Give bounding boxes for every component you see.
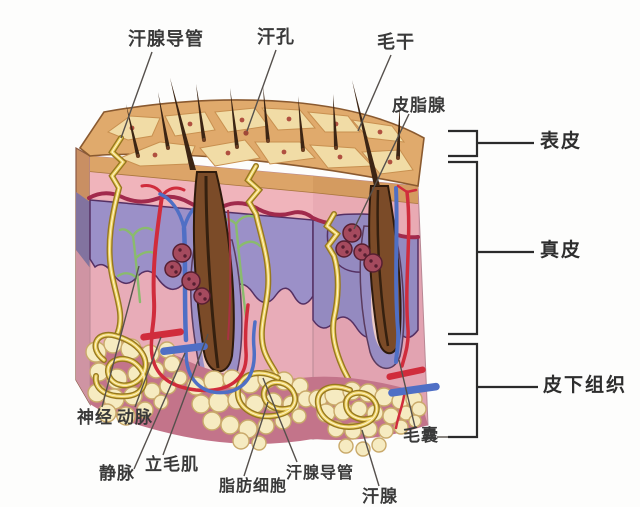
artery-vein-right — [394, 184, 418, 368]
hair-follicle-right — [326, 185, 405, 369]
hair-follicle-center — [164, 171, 243, 390]
leader-lines — [101, 49, 448, 487]
label-artery: 动脉 — [117, 408, 153, 427]
skin-surface-top-face — [78, 99, 425, 187]
nerve-fibers — [116, 214, 262, 320]
label-hair-shaft: 毛干 — [377, 32, 415, 52]
label-fat-cells: 脂肪细胞 — [219, 478, 288, 495]
sweat-pore — [243, 130, 249, 136]
label-sweat-pore: 汗孔 — [257, 27, 295, 47]
layer-brackets — [448, 129, 538, 439]
label-vein: 静脉 — [99, 464, 135, 483]
label-subcutaneous-tissue: 皮下组织 — [543, 375, 628, 396]
label-dermis: 真皮 — [540, 240, 583, 261]
vessel-cross-sections — [140, 303, 440, 430]
hairs — [126, 78, 400, 186]
label-hair-follicle: 毛囊 — [403, 426, 439, 445]
dermis-bracket — [448, 160, 534, 336]
label-epidermis: 表皮 — [540, 131, 583, 152]
subcutaneous-bracket — [448, 342, 538, 439]
label-sweat-gland-duct-bottom: 汗腺导管 — [286, 465, 355, 482]
label-sebaceous-gland: 皮脂腺 — [392, 96, 446, 115]
epidermis-bracket — [448, 129, 534, 158]
block-left-face — [75, 146, 91, 407]
label-sweat-gland-duct-top: 汗腺导管 — [128, 29, 204, 49]
label-nerve: 神经 — [77, 408, 113, 427]
label-sweat-gland: 汗腺 — [362, 487, 398, 506]
label-arrector-pili-muscle: 立毛肌 — [145, 455, 199, 474]
